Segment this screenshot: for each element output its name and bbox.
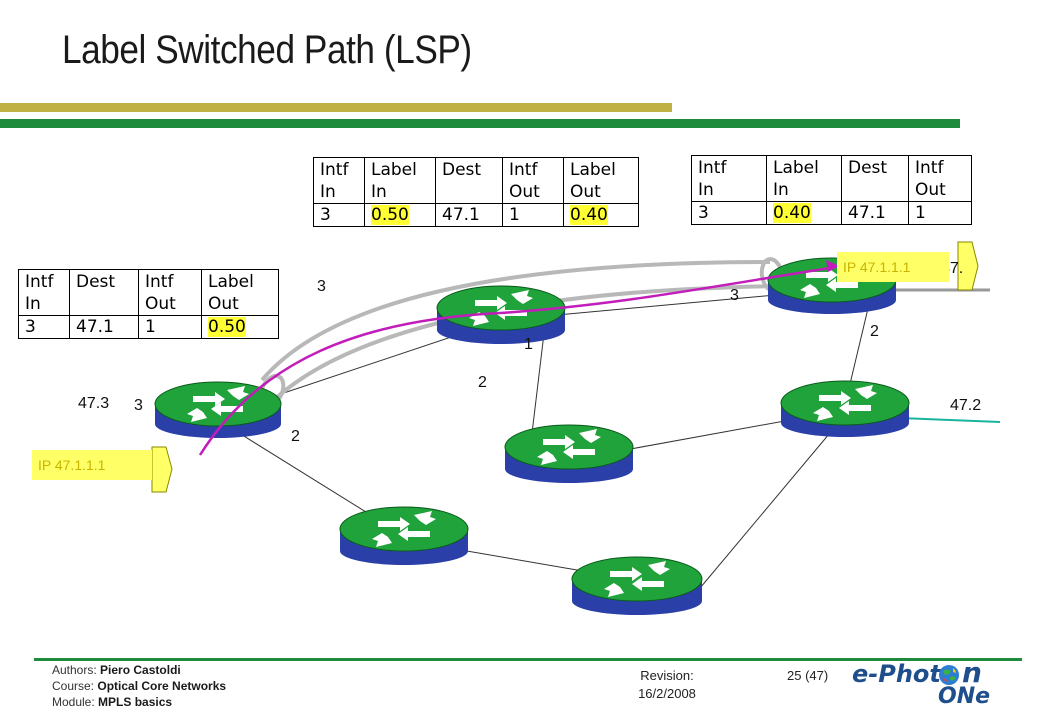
- link-r6-r7: [689, 414, 846, 601]
- ingress-interface-3: 3: [134, 397, 143, 414]
- footer-module: Module: MPLS basics: [52, 695, 173, 709]
- ip-arrow-egress-icon: [957, 241, 979, 291]
- egress-interface-2: 2: [870, 323, 879, 340]
- table-ingress-header-intf-out: Intf Out: [138, 269, 202, 316]
- footer-divider: [34, 658, 1022, 661]
- router-arrows-icon: [604, 561, 670, 597]
- router-arrows-icon: [372, 511, 436, 547]
- table-core-header-label-out: Label Out: [563, 157, 639, 204]
- table-core-header-intf-out: Intf Out: [502, 157, 564, 204]
- router-arrows-icon: [187, 386, 249, 422]
- title-underline-green: [0, 119, 960, 128]
- router-center: [504, 424, 634, 483]
- net-label-47-2: 47.2: [950, 397, 982, 414]
- table-egress-cell: 3: [691, 201, 767, 225]
- core-interface-1: 1: [524, 336, 533, 353]
- ip-packet-egress: IP 47.1.1.1: [837, 252, 949, 282]
- router-right-middle: [780, 380, 910, 437]
- router-arrows-icon: [537, 429, 601, 465]
- table-ingress-header-intf-in: Intf In: [18, 269, 70, 316]
- table-core-header-intf-in: Intf In: [313, 157, 365, 204]
- globe-icon: [939, 665, 959, 685]
- footer-credits: Authors: Piero Castoldi Course: Optical …: [52, 662, 226, 710]
- table-core-cell-label-in: 0.50: [364, 203, 436, 227]
- router-ingress: [154, 381, 282, 438]
- table-core-header-label-in: Label In: [364, 157, 436, 204]
- table-ingress-cell: 1: [138, 315, 202, 339]
- router-bottom-right: [571, 556, 703, 615]
- table-core-cell: 47.1: [435, 203, 503, 227]
- table-egress-header-intf-out: Intf Out: [908, 155, 972, 202]
- core-interface-3: 3: [317, 278, 326, 295]
- table-ingress-cell: 3: [18, 315, 70, 339]
- footer-course: Course: Optical Core Networks: [52, 679, 227, 693]
- table-ingress-header-dest: Dest: [69, 269, 139, 316]
- net-label-47-3: 47.3: [78, 395, 110, 412]
- table-ingress-cell: 47.1: [69, 315, 139, 339]
- table-egress-cell-label-in: 0.40: [766, 201, 842, 225]
- table-core-header-dest: Dest: [435, 157, 503, 204]
- ingress-interface-2: 2: [291, 428, 300, 445]
- page-title: Label Switched Path (LSP): [62, 28, 472, 72]
- ip-arrow-ingress-icon: [151, 446, 173, 493]
- table-core-cell: 3: [313, 203, 365, 227]
- table-core-cell-label-out: 0.40: [563, 203, 639, 227]
- table-ingress: Intf In Dest Intf Out Label Out 3 47.1 1…: [18, 269, 279, 339]
- table-egress-header-label-in: Label In: [766, 155, 842, 202]
- table-egress-header-dest: Dest: [841, 155, 909, 202]
- link-net-47-2: [899, 417, 1001, 423]
- page-number: 25 (47): [787, 668, 829, 683]
- title-underline-olive: [0, 103, 672, 112]
- router-bottom-left: [339, 506, 469, 565]
- table-core: Intf In Label In Dest Intf Out Label Out…: [313, 157, 639, 227]
- table-egress-header-intf-in: Intf In: [691, 155, 767, 202]
- packet-path-arrowhead-icon: [826, 260, 840, 272]
- lsp-tunnel-upper: [260, 260, 771, 382]
- router-arrows-icon: [813, 385, 877, 421]
- footer-authors: Authors: Piero Castoldi: [52, 663, 181, 677]
- packet-path: [198, 260, 840, 456]
- table-egress-cell: 1: [908, 201, 972, 225]
- ip-packet-ingress: IP 47.1.1.1: [32, 450, 152, 480]
- table-egress: Intf In Label In Dest Intf Out 3 0.40 47…: [691, 155, 972, 225]
- router-core-1: [436, 285, 566, 344]
- footer-revision: Revision: 16/2/2008: [638, 668, 696, 701]
- egress-interface-3: 3: [730, 287, 739, 304]
- table-core-cell: 1: [502, 203, 564, 227]
- core-interface-2: 2: [478, 374, 487, 391]
- table-egress-cell: 47.1: [841, 201, 909, 225]
- table-ingress-header-label-out: Label Out: [201, 269, 279, 316]
- table-ingress-cell-label-out: 0.50: [201, 315, 279, 339]
